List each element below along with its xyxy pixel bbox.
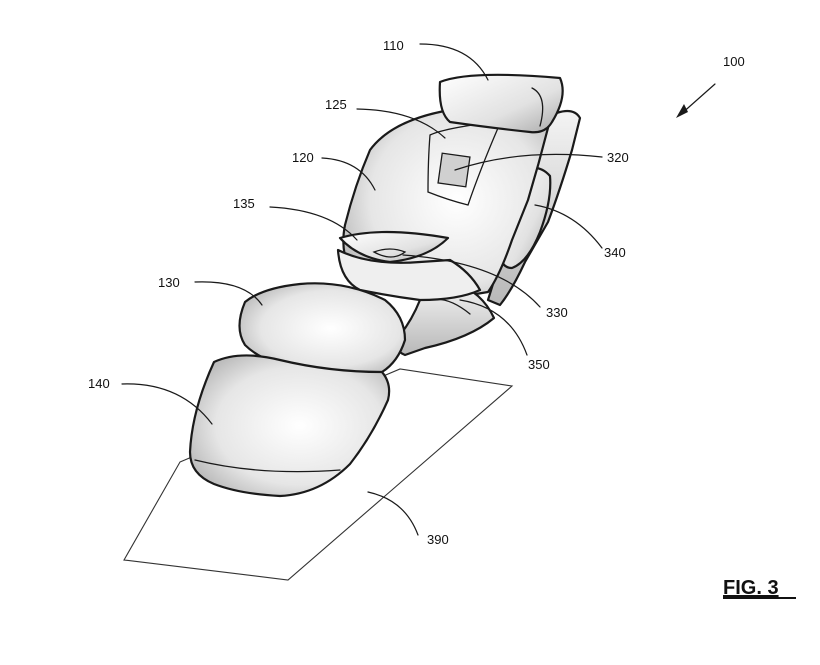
leader-130 [194,281,263,306]
leader-140 [121,383,213,425]
headrest-110 [438,73,564,134]
leader-110 [419,43,489,81]
label-130: 130 [158,275,180,290]
leader-125 [356,108,446,139]
label-100: 100 [723,54,745,69]
leader-330 [402,254,541,308]
arrowhead-100 [676,104,688,118]
label-320: 320 [607,150,629,165]
label-120: 120 [292,150,314,165]
label-330: 330 [546,305,568,320]
label-110: 110 [383,38,404,53]
label-390: 390 [427,532,449,547]
label-140: 140 [88,376,110,391]
label-125: 125 [325,97,347,112]
tray-button-330 [372,248,407,258]
seat-cushion-130 [238,282,407,375]
label-350: 350 [528,357,550,372]
tray-135 [338,230,450,264]
control-module-320 [437,152,471,188]
leader-120 [321,157,376,191]
label-340: 340 [604,245,626,260]
leg-rest-140 [188,354,391,498]
figure-caption: FIG. 3 [723,577,779,599]
leader-320 [454,153,603,171]
leader-340 [534,204,603,249]
leader-350 [459,299,528,356]
leader-390 [367,491,419,536]
leader-135 [269,206,358,241]
label-135: 135 [233,196,255,211]
